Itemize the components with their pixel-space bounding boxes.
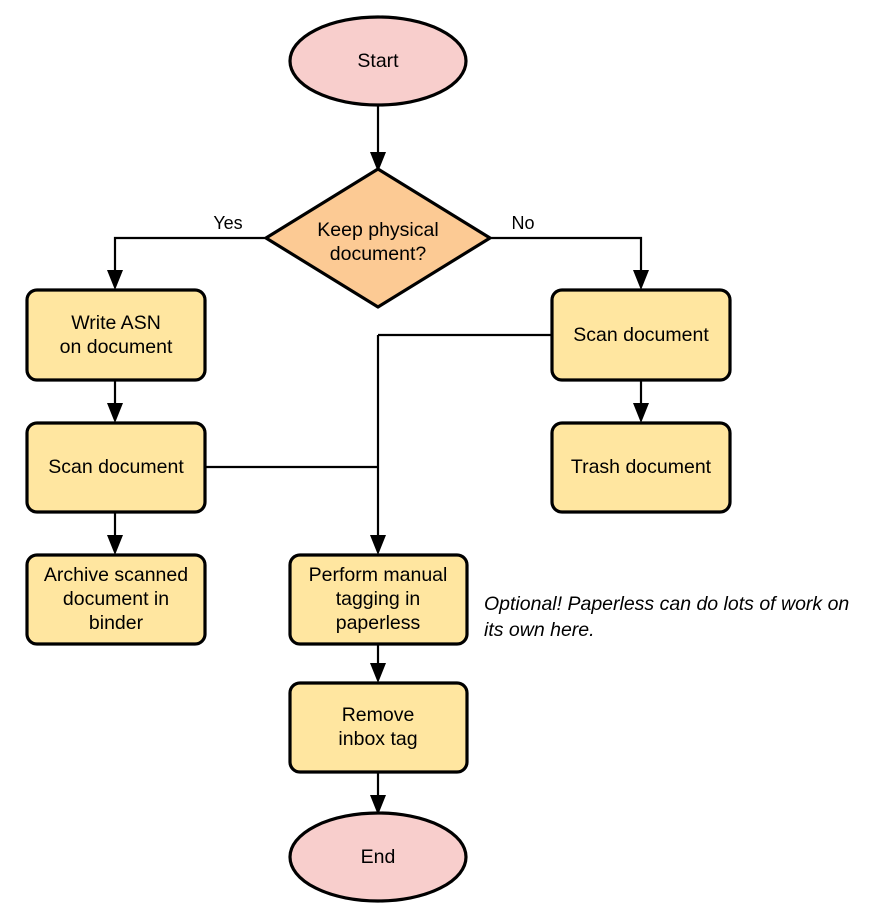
- process-box: [288, 681, 469, 774]
- node-decision-label-line2: document?: [330, 243, 427, 265]
- node-write-asn-label-line2: on document: [60, 336, 173, 358]
- node-write-asn[interactable]: Write ASN on document: [25, 288, 207, 382]
- edge-scanright-to-trash: [633, 380, 649, 423]
- annotation-note-line1: Optional! Paperless can do lots of work …: [484, 593, 849, 615]
- edge-writeasn-to-scanleft: [107, 380, 123, 423]
- process-box: [25, 288, 207, 382]
- node-scan-document-right-label: Scan document: [573, 324, 709, 346]
- edge-decision-no: No: [490, 213, 649, 290]
- annotation-note-line2: its own here.: [484, 619, 595, 641]
- node-remove-inbox-label-line1: Remove: [342, 704, 415, 726]
- node-scan-document-left[interactable]: Scan document: [25, 421, 207, 514]
- process-box: [550, 421, 732, 514]
- annotation-note: Optional! Paperless can do lots of work …: [484, 593, 849, 641]
- edge-line: [490, 236, 643, 276]
- node-end[interactable]: End: [288, 811, 468, 903]
- edge-tagging-to-removeinbox: [370, 644, 386, 683]
- node-write-asn-label-line1: Write ASN: [71, 312, 161, 334]
- node-remove-inbox-tag[interactable]: Remove inbox tag: [288, 681, 469, 774]
- node-trash-document-label: Trash document: [571, 456, 712, 478]
- arrowhead-icon: [370, 795, 386, 815]
- process-box: [288, 553, 469, 646]
- node-decision-label-line1: Keep physical: [317, 219, 438, 241]
- arrowhead-icon: [107, 270, 123, 290]
- start-ellipse: [288, 15, 468, 107]
- node-remove-inbox-label-line2: inbox tag: [338, 728, 417, 750]
- process-box: [25, 421, 207, 514]
- node-start[interactable]: Start: [288, 15, 468, 107]
- node-end-label: End: [361, 846, 396, 868]
- node-archive-label-line2: document in: [63, 588, 169, 610]
- edge-spine-to-tagging: [370, 335, 386, 555]
- node-tagging-label-line3: paperless: [336, 612, 421, 634]
- node-scan-document-right[interactable]: Scan document: [550, 288, 732, 382]
- node-start-label: Start: [357, 50, 399, 72]
- decision-diamond: [264, 167, 492, 309]
- node-scan-document-left-label: Scan document: [48, 456, 184, 478]
- node-trash-document[interactable]: Trash document: [550, 421, 732, 514]
- process-box: [550, 288, 732, 382]
- node-archive-scanned-document[interactable]: Archive scanned document in binder: [25, 553, 207, 646]
- edge-removeinbox-to-end: [370, 772, 386, 815]
- node-perform-manual-tagging[interactable]: Perform manual tagging in paperless: [288, 553, 469, 646]
- arrowhead-icon: [633, 403, 649, 423]
- edge-line: [113, 236, 266, 276]
- edge-label-no: No: [511, 213, 534, 233]
- arrowhead-icon: [107, 403, 123, 423]
- arrowhead-icon: [370, 535, 386, 555]
- edge-start-to-decision: [370, 104, 386, 172]
- arrowhead-icon: [633, 270, 649, 290]
- node-tagging-label-line2: tagging in: [336, 588, 421, 610]
- arrowhead-icon: [370, 152, 386, 172]
- arrowhead-icon: [107, 535, 123, 555]
- end-ellipse: [288, 811, 468, 903]
- node-tagging-label-line1: Perform manual: [309, 564, 448, 586]
- process-box: [25, 553, 207, 646]
- node-decision-keep-physical-document[interactable]: Keep physical document?: [264, 167, 492, 309]
- arrowhead-icon: [370, 663, 386, 683]
- edge-label-yes: Yes: [213, 213, 242, 233]
- node-archive-label-line3: binder: [89, 612, 144, 634]
- edge-scanleft-to-archive: [107, 512, 123, 555]
- edge-decision-yes: Yes: [107, 213, 266, 290]
- node-archive-label-line1: Archive scanned: [44, 564, 188, 586]
